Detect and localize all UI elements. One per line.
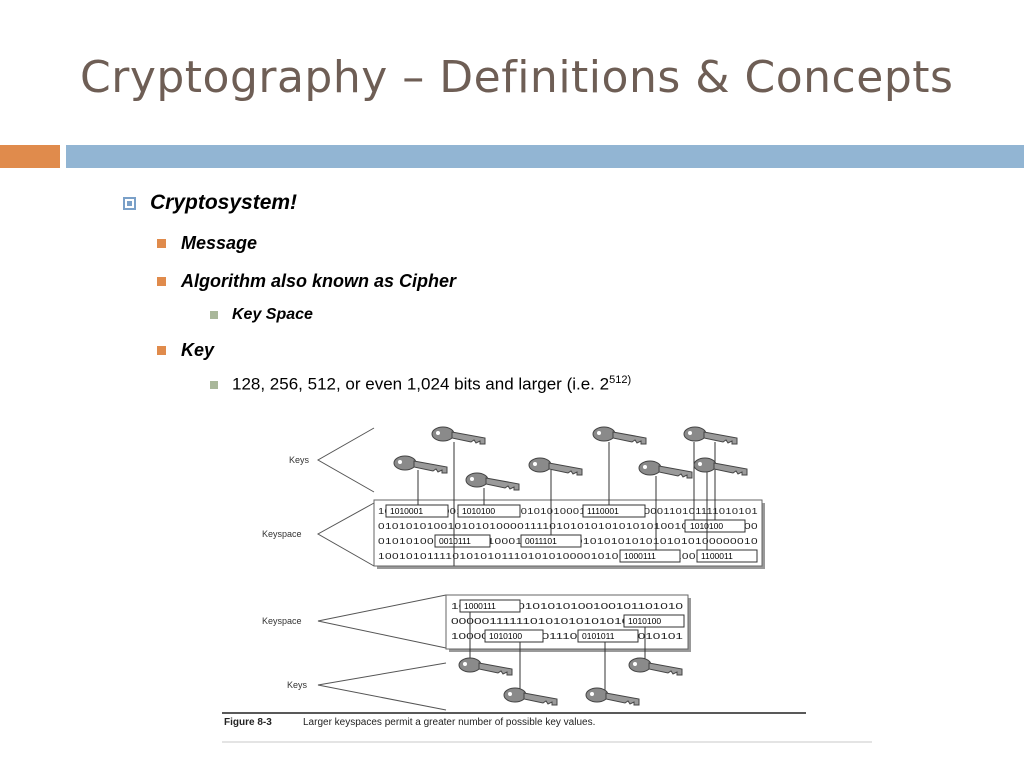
bullet-key: Key (181, 340, 215, 360)
bullet-cryptosystem: Cryptosystem! (150, 191, 298, 214)
small-row-3: 1000010101000111001010101010101 (451, 631, 683, 641)
bullet-square-icon (210, 381, 218, 389)
header-band-orange (0, 145, 60, 168)
svg-text:1010100: 1010100 (489, 631, 522, 641)
svg-text:0101011: 0101011 (582, 631, 615, 641)
bullet-square-icon (210, 311, 218, 319)
svg-text:1000111: 1000111 (464, 601, 496, 611)
key-icon (638, 460, 693, 479)
key-icon (431, 426, 486, 445)
big-key-box: 1100011 (696, 549, 758, 563)
slide-title: Cryptography – Definitions & Concepts (80, 52, 954, 103)
caption-text: Larger keyspaces permit a greater number… (303, 717, 595, 728)
svg-text:1110001: 1110001 (587, 506, 619, 516)
bullet-key-space: Key Space (232, 306, 313, 323)
bullet-key-sizes: 128, 256, 512, or even 1,024 bits and la… (232, 374, 631, 395)
key-icon (393, 455, 448, 474)
label-keys-bottom: Keys (287, 680, 308, 690)
big-row-4: 1001010111101010101110101010000101010100… (378, 551, 758, 561)
svg-text:0011101: 0011101 (525, 536, 557, 546)
key-icon (693, 457, 748, 476)
label-keyspace-bottom: Keyspace (262, 616, 302, 626)
key-icon (628, 657, 683, 676)
leader-lines-bottom (469, 612, 646, 690)
svg-text:0010111: 0010111 (439, 536, 471, 546)
leader-lines-top (417, 442, 716, 566)
small-key-box: 0101011 (577, 629, 639, 643)
bullet-algorithm: Algorithm also known as Cipher (181, 271, 457, 291)
key-icon (585, 687, 640, 706)
big-key-box: 1010100 (684, 519, 746, 533)
fan-keys-bottom (317, 662, 447, 711)
key-icon (503, 687, 558, 706)
svg-text:1010001: 1010001 (390, 506, 423, 516)
label-keys-top: Keys (289, 455, 310, 465)
bullet-message: Message (181, 233, 258, 253)
big-key-box: 0010111 (434, 534, 491, 548)
big-row-2: 0101010100101010100001111010101010101010… (378, 521, 758, 531)
key-sizes-text: 128, 256, 512, or even 1,024 bits and la… (232, 374, 610, 394)
small-key-box: 1010100 (623, 614, 685, 628)
key-icon (528, 457, 583, 476)
caption-number: Figure 8-3 (224, 717, 272, 728)
svg-text:1100011: 1100011 (701, 551, 733, 561)
key-icon (465, 472, 520, 491)
big-key-box: 1000111 (619, 549, 681, 563)
key-icon (683, 426, 738, 445)
key-sizes-exponent: 512) (609, 374, 632, 386)
bullet-square-icon (157, 239, 166, 248)
svg-text:1000111: 1000111 (624, 551, 656, 561)
small-key-box: 1000111 (459, 599, 521, 613)
bullet-square-icon (157, 277, 166, 286)
big-row-1: 1010100010001100010000010101000110101010… (378, 506, 758, 516)
small-row-1: 1010001110101010100100101101010 (451, 601, 683, 611)
fan-keys-top (316, 427, 375, 493)
bullet-square-icon (157, 346, 166, 355)
big-key-box: 1010100 (457, 504, 521, 518)
big-key-box: 0011101 (520, 534, 582, 548)
fan-keyspace-bottom (317, 594, 447, 649)
key-icon (458, 657, 513, 676)
svg-text:1010100: 1010100 (462, 506, 495, 516)
bullet-square-icon (123, 197, 136, 210)
svg-text:1010100: 1010100 (628, 616, 661, 626)
key-icon (592, 426, 647, 445)
big-key-box: 1010001 (385, 504, 449, 518)
label-keyspace-top: Keyspace (262, 529, 302, 539)
fan-keyspace-top (316, 502, 375, 567)
small-key-box: 1010100 (484, 629, 544, 643)
big-key-box: 1110001 (582, 504, 646, 518)
header-band-blue (66, 145, 1024, 168)
small-row-2: 0000011111101010101010101010100 (451, 616, 683, 626)
